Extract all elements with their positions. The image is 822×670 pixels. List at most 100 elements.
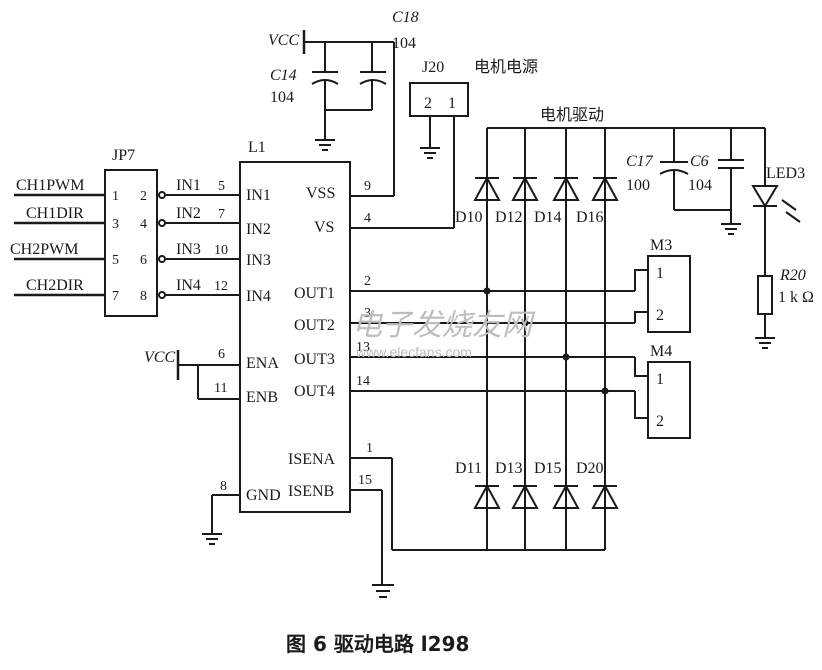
- diode-d12: [511, 175, 539, 201]
- junction-out1: [483, 287, 491, 295]
- diode-d13-body: [511, 483, 539, 509]
- m4-lead-1: [634, 357, 648, 377]
- l1-pin-12: 12: [214, 279, 228, 294]
- net-label-in3: IN3: [176, 241, 201, 258]
- l1-in1-label: IN1: [246, 187, 271, 204]
- m4-pin-2: 2: [656, 413, 664, 430]
- motor-m4: M4 1 2: [634, 343, 691, 439]
- m4-pin-1: 1: [656, 371, 664, 388]
- vcc-label-ena: VCC: [144, 349, 175, 366]
- l1-pin-2: 2: [364, 274, 371, 289]
- l1-in2-label: IN2: [246, 221, 271, 238]
- l1-pin-1: 1: [366, 441, 373, 456]
- l1-pin-8: 8: [220, 479, 227, 494]
- l1-ref: L1: [248, 139, 266, 156]
- diode-d20: [591, 483, 619, 509]
- l1-pin-11: 11: [214, 381, 227, 396]
- connector-j20: J20 电机电源 2 1 4: [350, 57, 538, 229]
- c14-value: 104: [270, 89, 294, 106]
- j20-body: [409, 82, 469, 117]
- rail-decoupling: C17 100 C6 104 LED3 R20 1 k Ω: [626, 128, 814, 349]
- l1-pin-5: 5: [218, 179, 225, 194]
- signal-ch2dir: CH2DIR: [26, 277, 84, 294]
- led3-body: [751, 185, 779, 208]
- l1-gnd-label: GND: [246, 487, 281, 504]
- diode-d16-body: [591, 175, 619, 201]
- j20-label: 电机电源: [474, 57, 538, 76]
- m4-ref: M4: [650, 343, 672, 360]
- connector-jp7: JP7 CH1PWM CH1DIR CH2PWM CH2DIR 1 3 5 7 …: [10, 147, 240, 317]
- led3-ref: LED3: [766, 165, 805, 182]
- c6-value: 104: [688, 177, 712, 194]
- enable-circuit: VCC 6 11 8: [144, 347, 240, 545]
- watermark-url: www.elecfans.com: [355, 344, 472, 360]
- motor-drive-label: 电机驱动: [540, 105, 604, 124]
- d20-label: D20: [576, 460, 604, 477]
- l1-isenb-label: ISENB: [288, 483, 334, 500]
- j20-pin-2: 2: [424, 95, 432, 112]
- diode-d14: [552, 175, 580, 201]
- d10-label: D10: [455, 209, 483, 226]
- led3-ray-2: [785, 211, 801, 223]
- d14-label: D14: [534, 209, 562, 226]
- vcc-label-top: VCC: [268, 32, 299, 49]
- l1-vs-label: VS: [314, 219, 334, 236]
- r20-value: 1 k Ω: [778, 289, 814, 306]
- jp7-body: [104, 169, 158, 317]
- l1-pin-3: 3: [364, 306, 371, 321]
- jp7-pin-5: 5: [112, 253, 119, 268]
- c18-ref: C18: [392, 9, 419, 26]
- l1-pin-14: 14: [356, 374, 370, 389]
- l1-out1-label: OUT1: [294, 285, 335, 302]
- d11-label: D11: [455, 460, 482, 477]
- jp7-pin-8: 8: [140, 289, 147, 304]
- m3-ref: M3: [650, 237, 672, 254]
- m3-lead-2: [634, 311, 648, 323]
- jp7-pin-8-dot: [158, 291, 166, 299]
- junction-out3: [562, 353, 570, 361]
- l1-vss-label: VSS: [306, 185, 335, 202]
- net-label-in2: IN2: [176, 205, 201, 222]
- l1-in4-label: IN4: [246, 288, 271, 305]
- m4-body: [647, 361, 691, 439]
- d12-label: D12: [495, 209, 523, 226]
- diode-d15-body: [552, 483, 580, 509]
- c17-value: 100: [626, 177, 650, 194]
- l1-pin-9: 9: [364, 179, 371, 194]
- diode-d11: [473, 483, 501, 509]
- d16-label: D16: [576, 209, 604, 226]
- l1-pin-4: 4: [364, 211, 371, 226]
- l1-isena-label: ISENA: [288, 451, 336, 468]
- m3-pin-2: 2: [656, 307, 664, 324]
- l1-out2-label: OUT2: [294, 317, 335, 334]
- j20-ref: J20: [422, 59, 444, 76]
- l1-pin-7: 7: [218, 207, 225, 222]
- net-label-in4: IN4: [176, 277, 201, 294]
- l1-ena-label: ENA: [246, 355, 279, 372]
- l1-pin-13: 13: [356, 340, 370, 355]
- l1-in3-label: IN3: [246, 252, 271, 269]
- diode-d16: [591, 175, 619, 201]
- r20-ref: R20: [779, 267, 806, 284]
- jp7-pin-1: 1: [112, 189, 119, 204]
- m3-lead-1: [634, 269, 648, 291]
- motor-drive-bridge: 电机驱动 D10 D12 D14 D16: [350, 105, 765, 598]
- jp7-pin-3: 3: [112, 217, 119, 232]
- diode-d15: [552, 483, 580, 509]
- jp7-pin-6: 6: [140, 253, 147, 268]
- r20-body: [757, 275, 773, 315]
- led3-ray-1: [781, 199, 797, 211]
- motor-m3: M3 1 2: [634, 237, 691, 333]
- l1-body: [239, 161, 351, 513]
- diode-d10-body: [473, 175, 501, 201]
- junction-out2: [521, 319, 529, 327]
- diode-d11-body: [473, 483, 501, 509]
- l1-pin-6: 6: [218, 347, 225, 362]
- l1-out4-label: OUT4: [294, 383, 335, 400]
- c6-ref: C6: [690, 153, 709, 170]
- diode-d10: [473, 175, 501, 201]
- driver-l1: L1 IN1 IN2 IN3 IN4 ENA ENB GND VSS VS OU…: [239, 139, 351, 513]
- c18-value: 104: [392, 35, 416, 52]
